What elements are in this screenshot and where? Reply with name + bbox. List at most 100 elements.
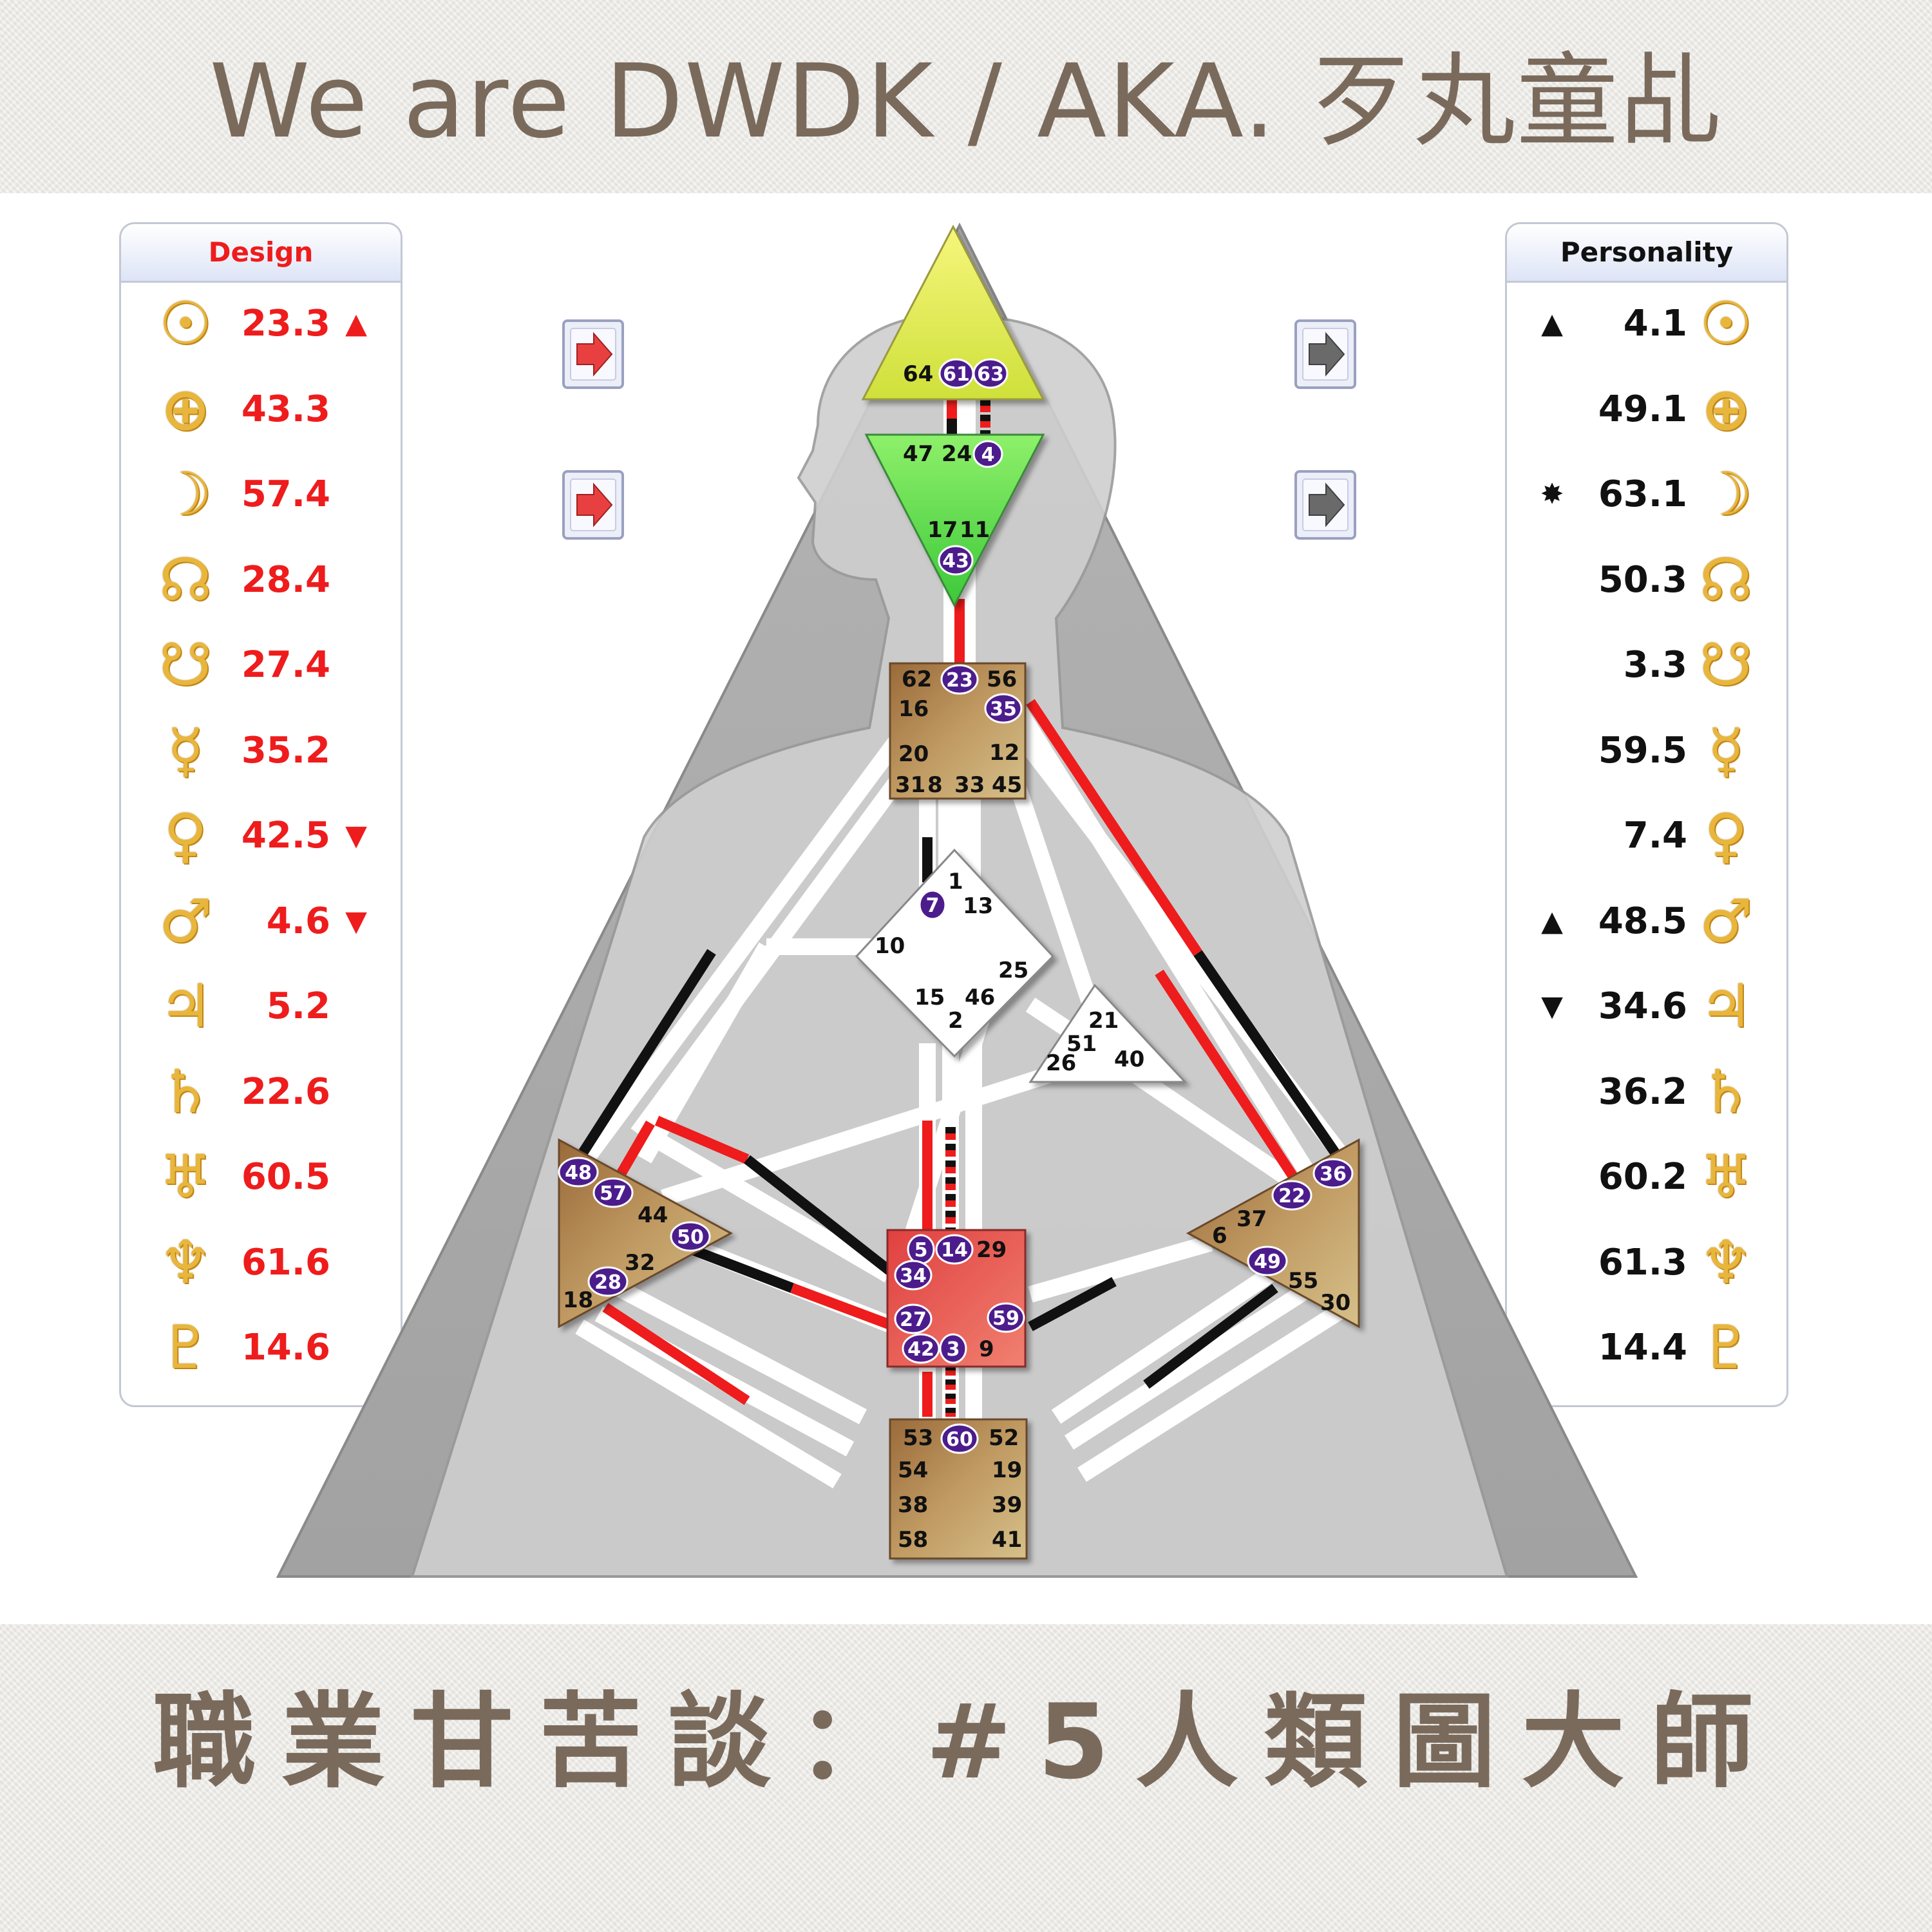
design-value: 61.6 (241, 1241, 330, 1283)
design-value: 23.3 (241, 303, 330, 345)
personality-marker: ▼ (1541, 990, 1563, 1023)
personality-row: ♅60.2 (1507, 1142, 1786, 1211)
mars-icon: ♂ (158, 886, 213, 956)
design-value: 35.2 (241, 729, 330, 772)
north-node-icon: ☊ (159, 545, 212, 614)
saturn-icon: ♄ (1699, 1057, 1753, 1126)
pluto-icon: ♇ (158, 1313, 213, 1382)
neptune-icon: ♆ (158, 1227, 213, 1297)
design-marker: ▲ (345, 307, 367, 340)
design-row: ♇ 14.6 (121, 1312, 401, 1382)
design-marker (337, 1057, 375, 1128)
design-value: 42.5 (241, 815, 330, 857)
sun-icon: ☉ (158, 289, 213, 358)
personality-marker: ✸ (1540, 478, 1564, 511)
personality-marker: ▲ (1541, 904, 1563, 938)
design-row: ☉ 23.3 ▲ (121, 289, 401, 358)
mercury-icon: ☿ (167, 715, 204, 785)
pluto-icon: ♇ (1699, 1313, 1753, 1382)
design-marker (337, 1227, 375, 1298)
design-marker (337, 545, 375, 616)
design-marker: ▼ (345, 904, 367, 938)
personality-row: ☽63.1✸ (1507, 459, 1786, 529)
personality-panel: Personality ☉ 4.1 ▲ ⊕ 49.1 ☽63.1✸ ☊50.3 ☋ 3.3 ☿ 59… (1505, 222, 1788, 1407)
design-row: ♅ 60.5 (121, 1142, 401, 1211)
design-marker: ▼ (345, 819, 367, 852)
sun-icon: ☉ (1699, 289, 1753, 358)
page-title: We are DWDK / AKA. 歹丸童乩 (209, 43, 1723, 161)
personality-marker (1533, 800, 1571, 871)
design-value: 5.2 (266, 985, 330, 1027)
personality-row: ⊕ 49.1 (1507, 374, 1786, 444)
design-marker (337, 1312, 375, 1383)
design-value: 60.5 (241, 1156, 330, 1198)
design-row: ☽ 57.4 (121, 459, 401, 529)
south-node-icon: ☋ (1700, 630, 1752, 699)
personality-value: 4.1 (1623, 303, 1687, 345)
design-row: ☊ 28.4 (121, 545, 401, 614)
personality-marker (1533, 374, 1571, 445)
personality-row: ☋ 3.3 (1507, 630, 1786, 699)
north-node-icon: ☊ (1700, 545, 1752, 614)
personality-value: 7.4 (1623, 815, 1687, 857)
design-marker (337, 1142, 375, 1213)
personality-marker: ▲ (1541, 307, 1563, 340)
personality-row: ☊50.3 (1507, 545, 1786, 614)
jupiter-icon: ♃ (158, 972, 213, 1041)
design-row: ♃ 5.2 (121, 971, 401, 1041)
design-value: 22.6 (241, 1070, 330, 1113)
design-marker (337, 715, 375, 786)
personality-value: 61.3 (1598, 1241, 1687, 1283)
personality-value: 14.4 (1598, 1327, 1687, 1368)
personality-marker (1533, 1227, 1571, 1298)
personality-marker (1533, 630, 1571, 701)
personality-row: ☿ 59.5 (1507, 715, 1786, 785)
mercury-icon: ☿ (1707, 715, 1745, 785)
personality-value: 60.2 (1598, 1156, 1687, 1198)
design-row: ☿ 35.2 (121, 715, 401, 785)
design-row: ☋27.4 (121, 630, 401, 699)
venus-icon: ♀ (164, 801, 207, 870)
moon-icon: ☽ (158, 460, 213, 529)
personality-row: ♃ 34.6 ▼ (1507, 971, 1786, 1041)
personality-marker (1533, 545, 1571, 616)
personality-value: 48.5 (1598, 900, 1687, 942)
design-value: 14.6 (241, 1327, 330, 1368)
mars-icon: ♂ (1699, 886, 1753, 956)
uranus-icon: ♅ (158, 1142, 213, 1211)
page-subtitle: 職業甘苦談：#5人類圖大師 (153, 1681, 1779, 1802)
design-panel: Design ☉ 23.3 ▲ ⊕43.3 ☽ 57.4 ☊ 28.4 ☋27.4 ☿ 35.2 ♀ 4… (119, 222, 402, 1407)
personality-value: 59.5 (1598, 729, 1687, 772)
saturn-icon: ♄ (158, 1057, 213, 1126)
personality-row: ☉ 4.1 ▲ (1507, 289, 1786, 358)
design-value: 27.4 (241, 644, 330, 686)
moon-icon: ☽ (1699, 460, 1753, 529)
design-value: 57.4 (241, 473, 330, 515)
personality-value: 3.3 (1623, 644, 1687, 686)
personality-row: ♂ 48.5 ▲ (1507, 886, 1786, 956)
personality-row: ♄ 36.2 (1507, 1057, 1786, 1126)
personality-value: 34.6 (1598, 985, 1687, 1027)
design-header: Design (121, 224, 401, 283)
design-value: 28.4 (241, 558, 330, 601)
personality-marker (1533, 1142, 1571, 1213)
personality-value: 36.2 (1598, 1070, 1687, 1113)
design-marker (337, 630, 375, 701)
design-marker (337, 459, 375, 530)
personality-marker (1533, 715, 1571, 786)
venus-icon: ♀ (1704, 801, 1748, 870)
personality-header: Personality (1507, 224, 1786, 283)
personality-value: 49.1 (1598, 388, 1687, 430)
jupiter-icon: ♃ (1699, 972, 1753, 1041)
personality-marker (1533, 1312, 1571, 1383)
design-row: ⊕43.3 (121, 374, 401, 444)
design-marker (337, 971, 375, 1042)
earth-icon: ⊕ (1701, 374, 1751, 444)
personality-row: ♇ 14.4 (1507, 1312, 1786, 1382)
design-marker (337, 374, 375, 445)
design-row: ♄ 22.6 (121, 1057, 401, 1126)
personality-row: ♆ 61.3 (1507, 1227, 1786, 1297)
design-value: 43.3 (241, 388, 330, 430)
design-row: ♀ 42.5 ▼ (121, 800, 401, 870)
neptune-icon: ♆ (1699, 1227, 1753, 1297)
